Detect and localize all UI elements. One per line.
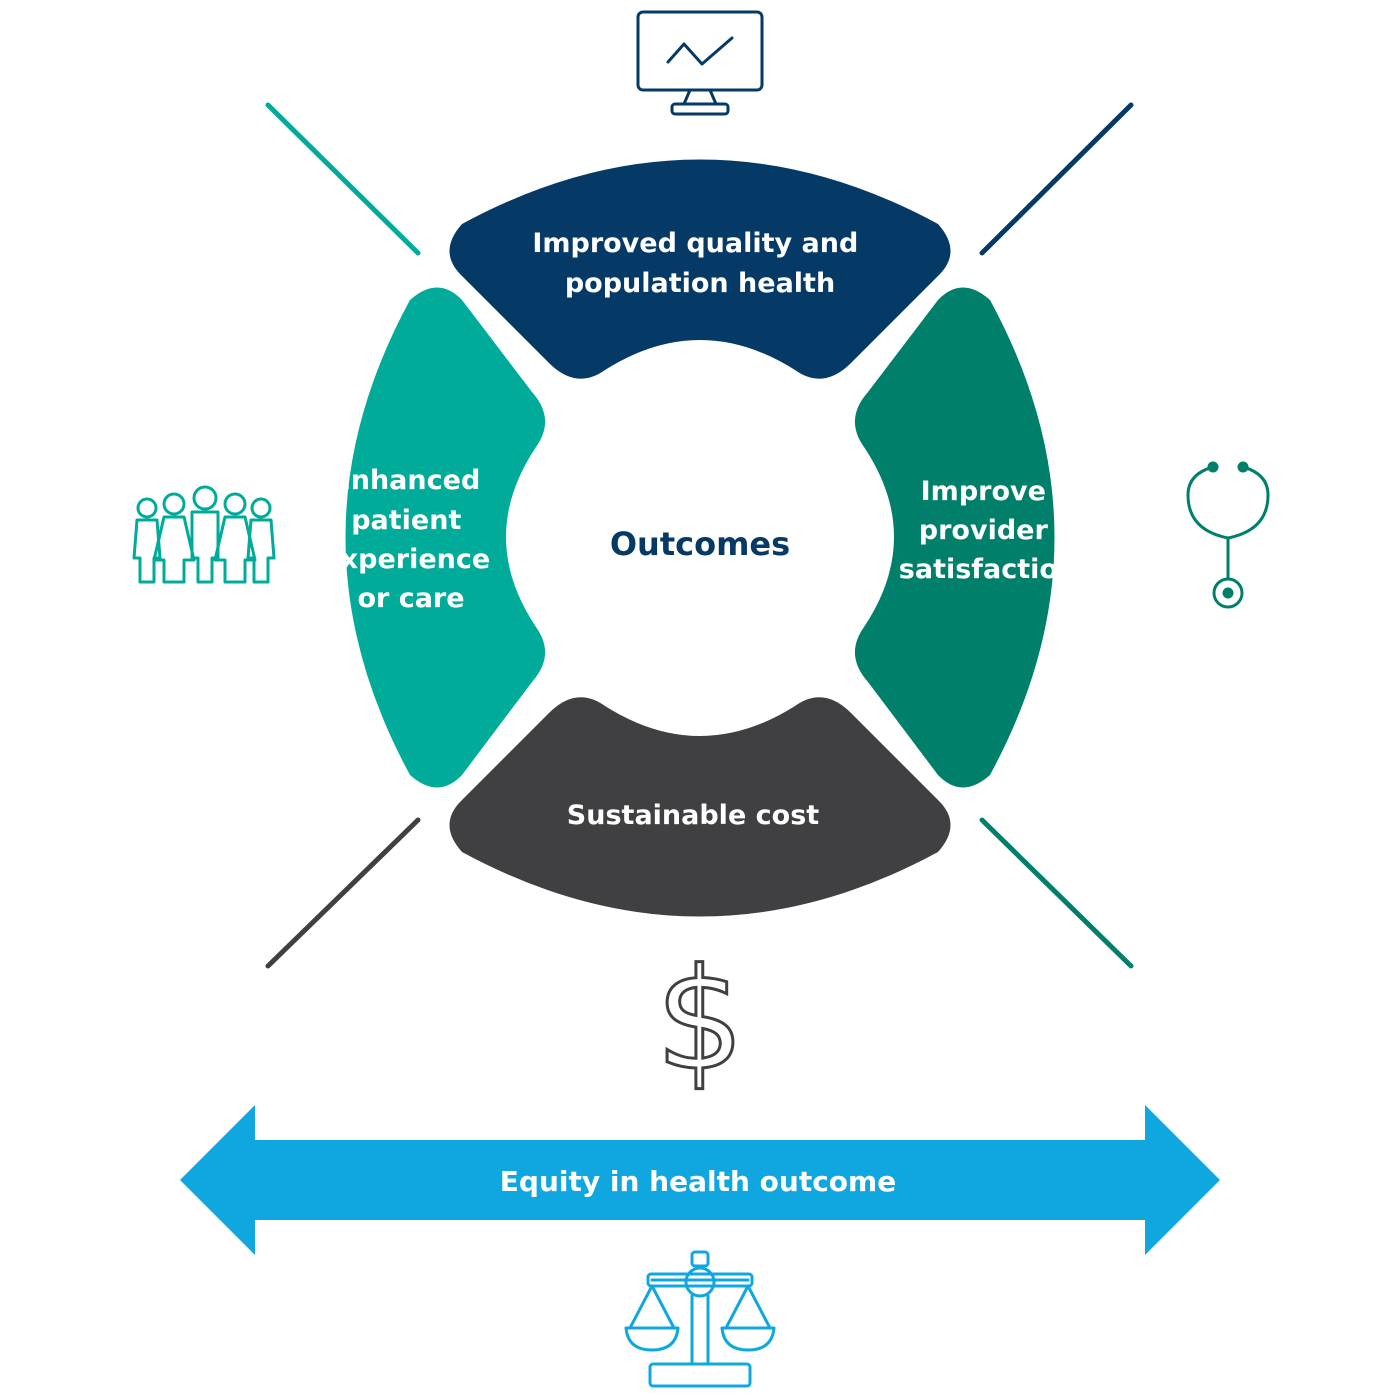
dollar-sign-icon: $ — [655, 939, 744, 1102]
center-label: Outcomes — [610, 525, 790, 563]
divider-line-top-left — [265, 102, 421, 256]
segment-top-label: Improved quality and population health — [532, 228, 867, 299]
monitor-chart-icon — [636, 10, 764, 116]
stethoscope-icon — [1186, 461, 1270, 609]
family-group-icon — [132, 485, 276, 584]
equity-arrow-label: Equity in health outcome — [500, 1165, 896, 1198]
equity-arrow — [180, 1105, 1220, 1255]
segment-top — [449, 159, 951, 379]
segment-left — [345, 287, 546, 788]
balance-scale-icon — [624, 1250, 776, 1388]
segment-bottom — [449, 697, 951, 917]
segment-left-label: Enhanced patient experience or care — [322, 465, 499, 614]
divider-line-top-right — [979, 102, 1134, 256]
segment-bottom-label: Sustainable cost — [567, 800, 819, 831]
divider-line-bottom-left — [265, 817, 421, 969]
segment-right — [854, 287, 1055, 788]
segment-right-label: Improve provider satisfaction — [899, 476, 1077, 585]
divider-line-bottom-right — [979, 817, 1134, 969]
